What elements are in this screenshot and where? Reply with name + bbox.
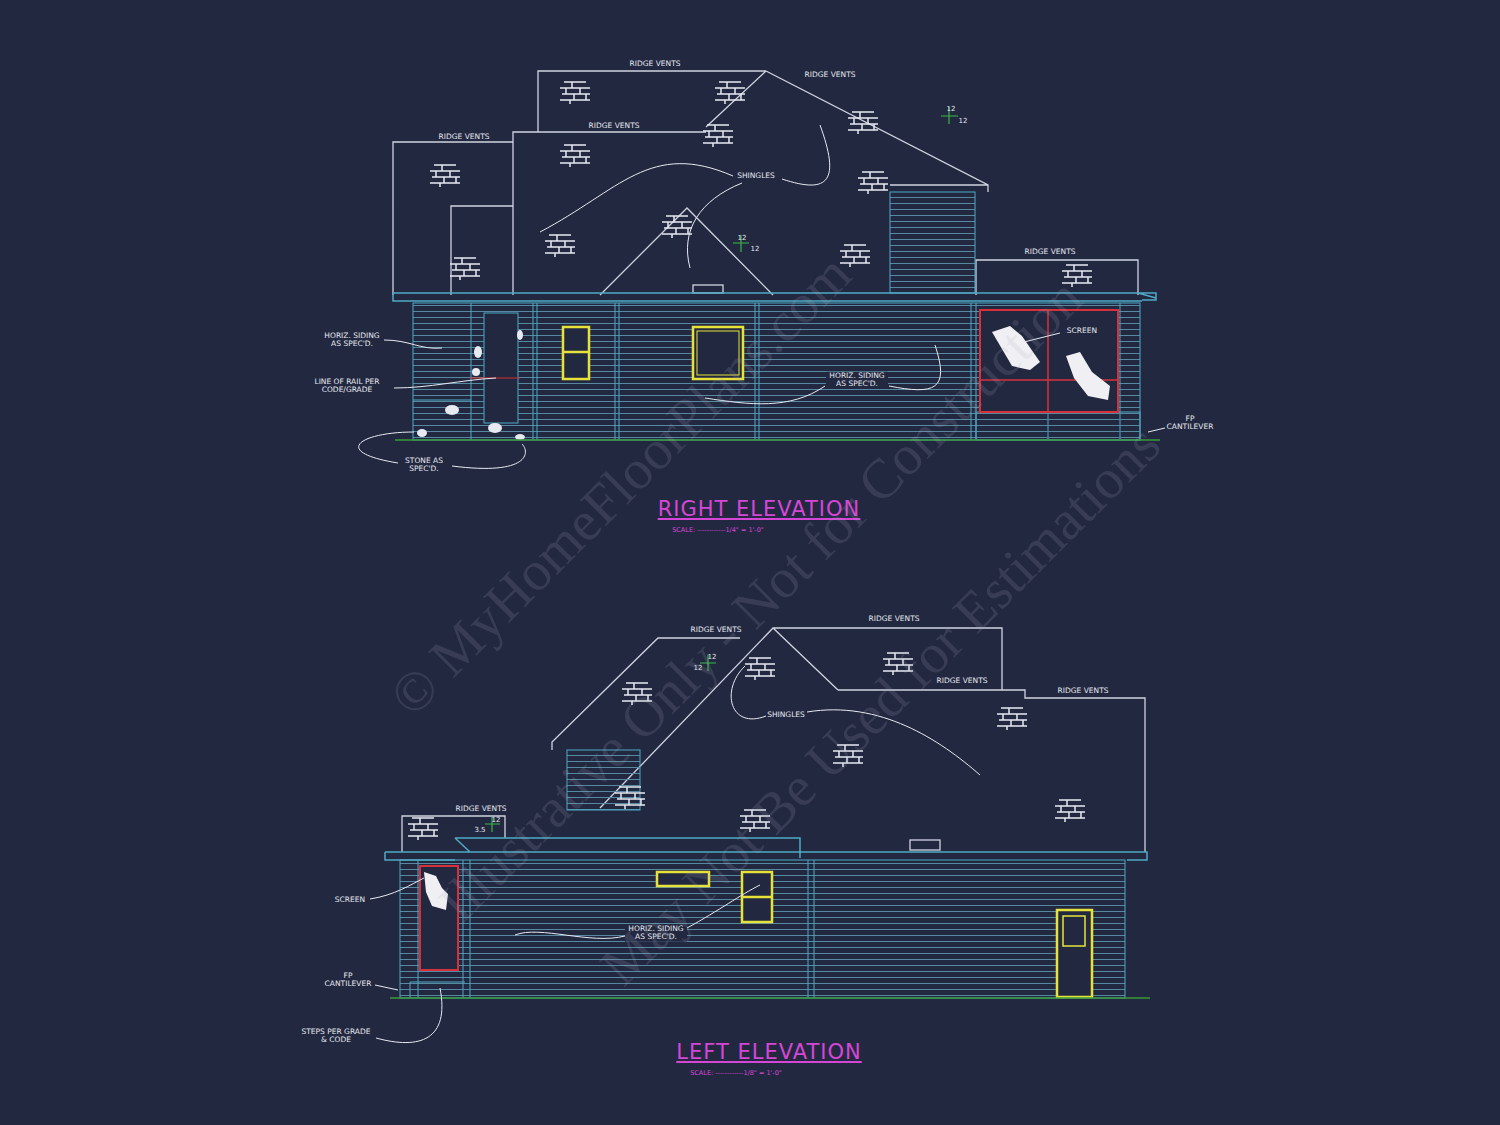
pitch-mark [485, 107, 958, 832]
pitch-label: 12 [959, 117, 968, 125]
eave [393, 293, 1156, 301]
note-label: STONE AS SPEC'D. [400, 457, 448, 474]
windows [563, 327, 743, 379]
pitch-label: 12 [708, 653, 717, 661]
note-label: RIDGE VENTS [629, 60, 682, 68]
note-label: FP CANTILEVER [1165, 415, 1215, 432]
note-label: HORIZ. SIDING AS SPEC'D. [826, 372, 888, 389]
right-roof [393, 71, 1138, 295]
porch-base [976, 412, 1140, 440]
note-label: SCREEN [1066, 327, 1098, 335]
ground-line [390, 997, 1150, 999]
note-label: RIDGE VENTS [1024, 248, 1077, 256]
column [484, 313, 518, 423]
pitch-label: 12 [738, 234, 747, 242]
siding-panel [890, 192, 975, 293]
note-label: RIDGE VENTS [1057, 687, 1110, 695]
left-roof [402, 628, 1145, 852]
pitch-label: 12 [751, 245, 760, 253]
wall [400, 860, 1125, 998]
wall [413, 303, 1140, 440]
note-label: RIDGE VENTS [588, 122, 641, 130]
note-label: LINE OF RAIL PER CODE/GRADE [306, 378, 388, 395]
pitch-label: 3.5 [474, 826, 485, 834]
windows [657, 872, 1092, 997]
note-label: RIDGE VENTS [936, 677, 989, 685]
note-label: HORIZ. SIDING AS SPEC'D. [321, 332, 383, 349]
pitch-label: 12 [947, 105, 956, 113]
scale-label: SCALE: ------------1/8" = 1'-0" [690, 1069, 782, 1077]
note-label: RIDGE VENTS [455, 805, 508, 813]
screen-porch [420, 866, 458, 970]
note-label: FP CANTILEVER [323, 972, 373, 989]
note-label: HORIZ. SIDING AS SPEC'D. [625, 925, 687, 942]
wall-divisions [410, 860, 814, 998]
watermark: © MyHomeFloorPlans.com [377, 242, 864, 729]
pitch-label: 12 [694, 664, 703, 672]
view-title: RIGHT ELEVATION [658, 497, 861, 521]
note-label: RIDGE VENTS [804, 71, 857, 79]
screen-porch [980, 310, 1118, 412]
ground-line [395, 439, 1160, 441]
note-label: SHINGLES [766, 711, 806, 719]
leader-lines [359, 125, 1165, 1043]
scale-label: SCALE: ------------1/4" = 1'-0" [672, 526, 764, 534]
eave [385, 838, 1147, 860]
note-label: STEPS PER GRADE & CODE [297, 1028, 375, 1045]
note-label: SCREEN [334, 896, 366, 904]
watermark: Illustrative Only - Not for Construction [426, 266, 1095, 935]
view-title: LEFT ELEVATION [676, 1040, 861, 1064]
note-label: RIDGE VENTS [868, 615, 921, 623]
door-window [1063, 916, 1085, 946]
note-label: RIDGE VENTS [690, 626, 743, 634]
shingle-symbols [408, 82, 1092, 840]
note-label: RIDGE VENTS [438, 133, 491, 141]
pitch-label: 12 [492, 816, 501, 824]
note-label: SHINGLES [736, 172, 776, 180]
